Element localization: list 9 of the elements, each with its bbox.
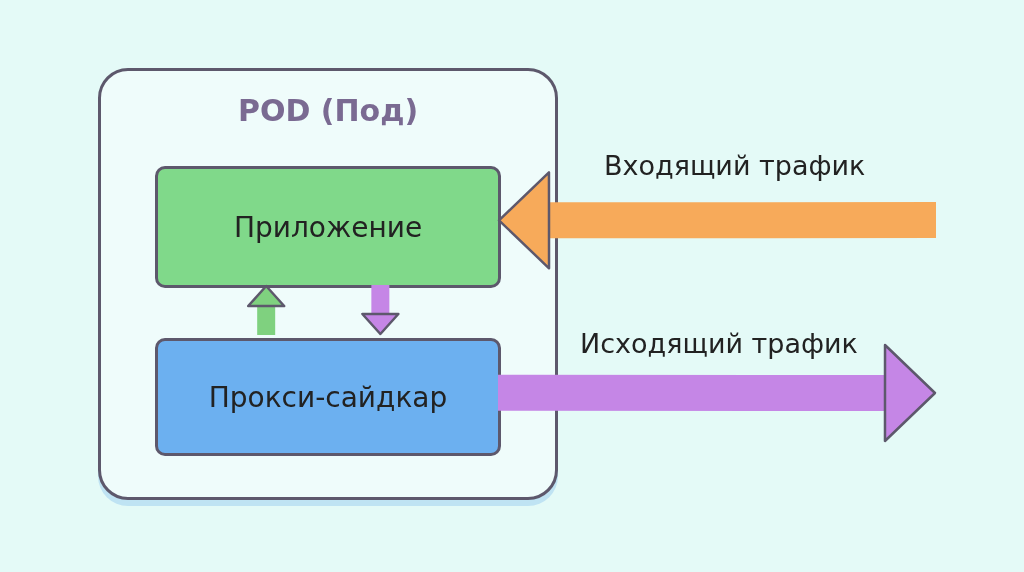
process-box <box>155 338 501 456</box>
node-label: Приложение <box>232 210 424 244</box>
node-label: Прокси-сайдкар <box>207 380 449 414</box>
process-box <box>155 166 501 288</box>
block-arrow <box>498 343 937 443</box>
block-arrow <box>361 285 400 336</box>
block-arrow <box>497 171 936 270</box>
container-title: POD (Под) <box>236 93 420 128</box>
block-arrow <box>246 284 286 335</box>
